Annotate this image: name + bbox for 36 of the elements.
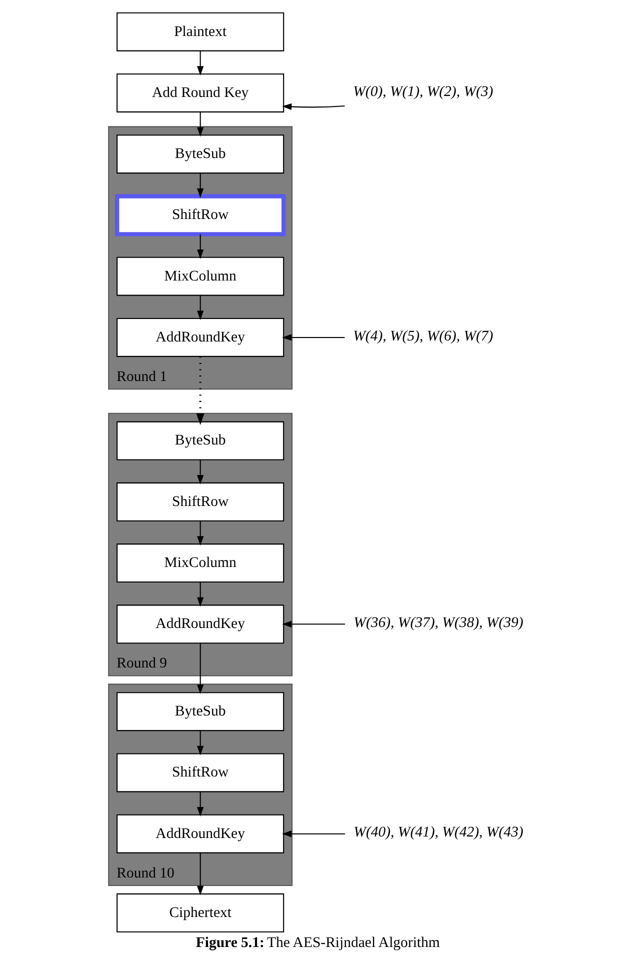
arrow [196,582,204,607]
arrow [196,234,204,259]
node-box: ByteSub [116,692,284,732]
node-box: ByteSub [116,421,284,460]
arrow [196,112,204,137]
arrow [196,643,204,694]
arrow [196,730,204,756]
arrow [196,792,204,816]
node-box: ShiftRow [116,482,284,522]
arrow [196,853,204,896]
node-box: AddRoundKey [116,814,284,854]
arrow [196,520,204,546]
node-box: ShiftRow [116,753,284,792]
node-box: MixColumn [116,544,284,583]
node-box: AddRoundKey [116,604,284,644]
node-text: W(4), W(5), W(6), W(7) [352,328,493,344]
arrow [282,103,344,110]
arrow [282,830,345,838]
arrow [196,356,204,425]
arrow [282,334,344,341]
node-box: ShiftRow [114,194,286,236]
node-box: Ciphertext [116,893,284,932]
arrow [282,620,345,628]
node-box: AddRoundKey [116,318,284,357]
arrow [196,173,204,198]
arrow [196,50,204,76]
arrow [196,295,204,320]
arrow [196,460,204,485]
caption: Figure 5.1: The AES-Rijndael Algorithm [195,934,440,951]
node-box: Add Round Key [116,73,284,112]
node-text: W(36), W(37), W(38), W(39) [353,614,523,631]
node-box: Plaintext [116,12,284,52]
node-box: MixColumn [116,256,284,296]
node-text: W(40), W(41), W(42), W(43) [353,824,523,841]
node-box: ByteSub [116,134,284,174]
node-text: W(0), W(1), W(2), W(3) [352,84,493,100]
